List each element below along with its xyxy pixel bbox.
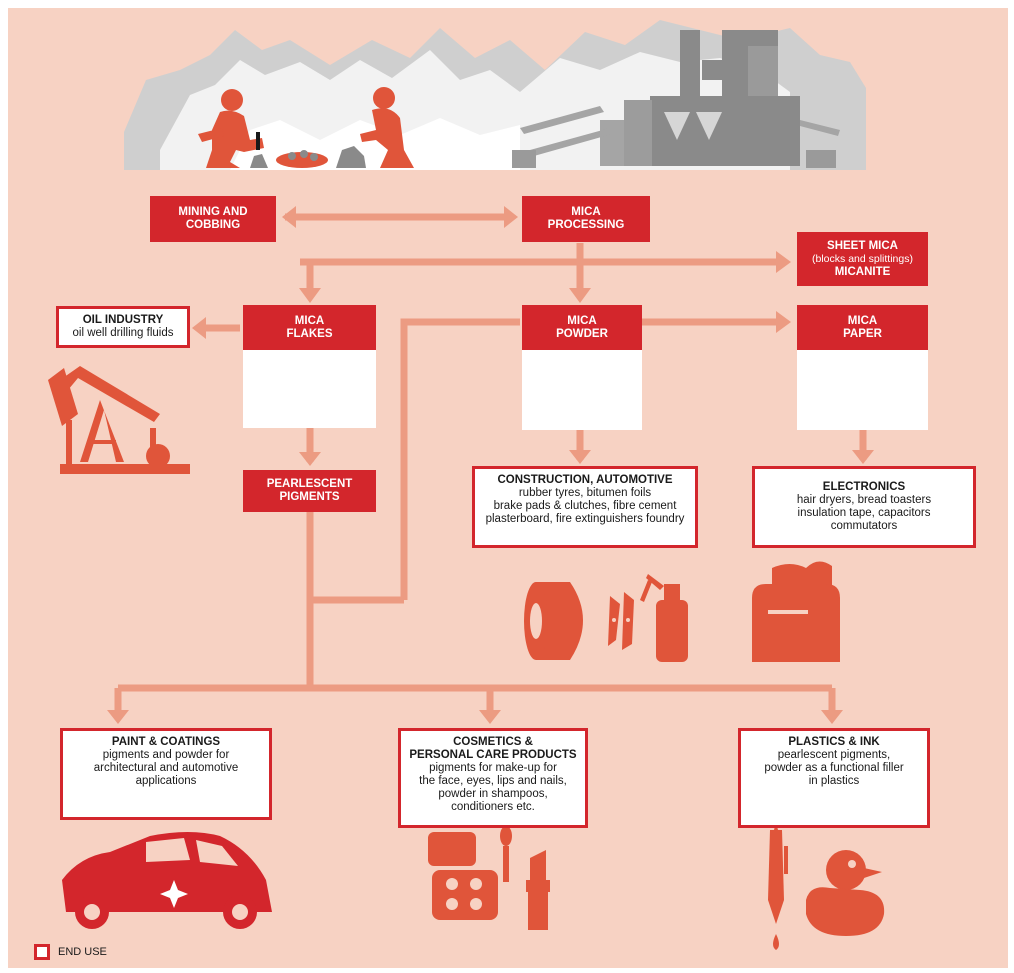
tyre-icon [524, 582, 583, 660]
electronics-body: hair dryers, bread toasters insulation t… [796, 494, 932, 532]
cosmetics-title: COSMETICS & PERSONAL CARE PRODUCTS [409, 736, 577, 761]
factory-icon [512, 30, 840, 168]
sheet-mica-node: SHEET MICA (blocks and splittings) MICAN… [797, 232, 928, 286]
construction-box: CONSTRUCTION, AUTOMOTIVE rubber tyres, b… [472, 466, 698, 548]
mining-label: MINING AND COBBING [178, 206, 248, 231]
mica-powder-panel [522, 350, 642, 430]
electronics-title: ELECTRONICS [822, 481, 906, 493]
plastics-title: PLASTICS & INK [788, 736, 880, 748]
lipstick-icon [526, 850, 550, 930]
construction-title: CONSTRUCTION, AUTOMOTIVE [497, 474, 673, 486]
cosmetics-body: pigments for make-up for the face, eyes,… [419, 762, 567, 813]
fire-extinguisher-icon [640, 574, 688, 662]
plastics-body: pearlescent pigments, powder as a functi… [764, 749, 904, 787]
sheet-mica-title: SHEET MICA [827, 239, 898, 252]
mining-node: MINING AND COBBING [150, 196, 276, 242]
mica-powder-label: MICA POWDER [556, 314, 608, 340]
car-icon [62, 832, 272, 929]
mica-powder-node: MICA POWDER [522, 305, 642, 350]
legend: END USE [34, 944, 107, 960]
arrow-heads [107, 206, 874, 724]
mica-paper-label: MICA PAPER [843, 314, 882, 340]
brake-pad-icon [608, 592, 634, 650]
end-use-swatch-icon [34, 944, 50, 960]
processing-node: MICA PROCESSING [522, 196, 650, 242]
oil-industry-title: OIL INDUSTRY [82, 314, 164, 326]
electronics-box: ELECTRONICS hair dryers, bread toasters … [752, 466, 976, 548]
oil-industry-box: OIL INDUSTRY oil well drilling fluids [56, 306, 190, 348]
pearlescent-label: PEARLESCENT PIGMENTS [266, 478, 353, 503]
paint-box: PAINT & COATINGS pigments and powder for… [60, 728, 272, 820]
legend-label: END USE [58, 946, 107, 958]
construction-body: rubber tyres, bitumen foils brake pads &… [485, 487, 685, 525]
mica-flakes-panel [243, 350, 376, 428]
sheet-mica-sub: (blocks and splittings) [812, 252, 913, 265]
oil-pump-icon [48, 366, 190, 474]
pen-icon [768, 822, 788, 950]
paint-title: PAINT & COATINGS [111, 736, 221, 748]
sheet-mica-bottom: MICANITE [834, 265, 891, 278]
mica-paper-node: MICA PAPER [797, 305, 928, 350]
miners-icon [198, 87, 414, 168]
pearlescent-node: PEARLESCENT PIGMENTS [243, 470, 376, 512]
compact-powder-icon [428, 832, 498, 920]
cosmetics-box: COSMETICS & PERSONAL CARE PRODUCTS pigme… [398, 728, 588, 828]
toaster-icon [752, 561, 840, 662]
flow-connectors [114, 213, 867, 716]
oil-industry-body: oil well drilling fluids [72, 327, 174, 339]
rubber-duck-icon [806, 850, 885, 936]
mica-flakes-label: MICA FLAKES [286, 314, 333, 340]
processing-label: MICA PROCESSING [547, 206, 625, 231]
makeup-brush-icon [500, 826, 512, 882]
paint-body: pigments and powder for architectural an… [93, 749, 239, 787]
plastics-box: PLASTICS & INK pearlescent pigments, pow… [738, 728, 930, 828]
mica-paper-panel [797, 350, 928, 430]
mica-flakes-node: MICA FLAKES [243, 305, 376, 350]
